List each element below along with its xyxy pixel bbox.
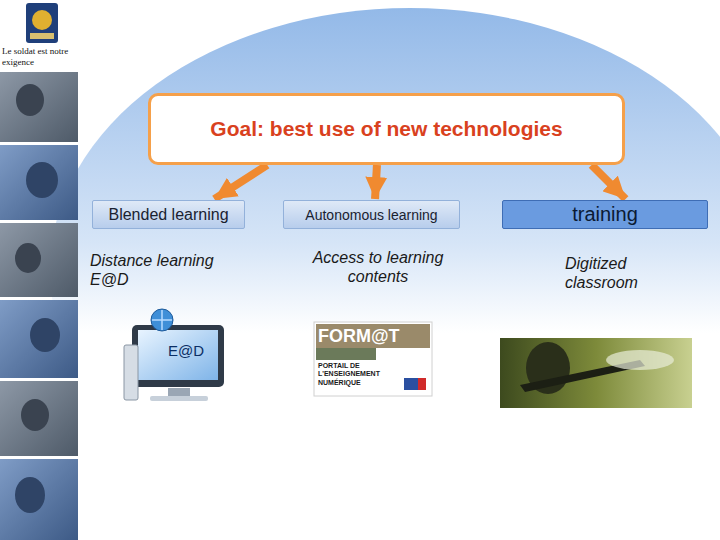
node-text: Blended learning [108,206,228,224]
logo [26,3,58,43]
item-caption: Distance learning E@D [90,251,250,289]
category-box: Autonomous learning [283,200,460,229]
flow-arrow [592,165,626,199]
motto: Le soldat est notre exigence [2,46,78,68]
computer-icon [124,309,224,401]
goal-box: Goal: best use of new technologies [148,93,625,165]
logo-subtitle: PORTAIL DE L'ENSEIGNEMENT NUMÉRIQUE [318,362,402,387]
flow-arrow [375,165,377,199]
flow-arrow [214,165,267,199]
category-box: Blended learning [92,200,245,229]
category-box: training [502,200,708,229]
node-text: training [572,203,638,226]
icon-label: E@D [158,342,214,360]
item-caption: Access to learning contents [290,248,466,286]
node-text: Goal: best use of new technologies [210,117,562,141]
item-caption: Digitized classroom [565,254,675,292]
classroom-photo [500,338,692,408]
logo-title: FORM@T [318,326,428,348]
format-logo [314,322,432,396]
node-text: Autonomous learning [305,207,437,223]
background-dome [50,8,720,532]
photo-strip [0,72,78,540]
